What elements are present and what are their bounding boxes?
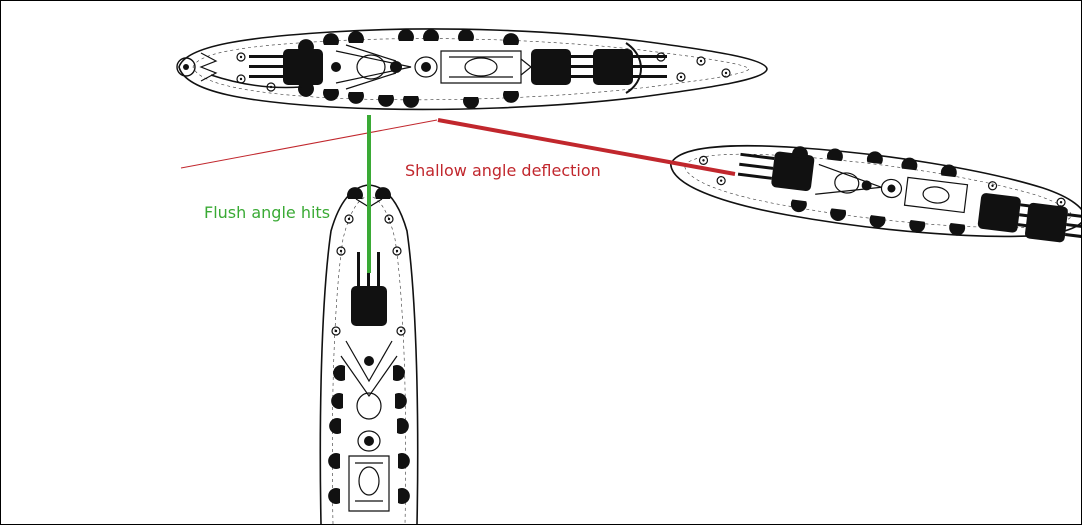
shallow-angle-label: Shallow angle deflection [405,161,601,180]
right-ship [669,144,1081,248]
deflection-extension-line [180,119,438,169]
flush-angle-label: Flush angle hits [204,203,331,222]
top-ship [176,28,768,111]
shallow-angle-line [437,118,736,176]
